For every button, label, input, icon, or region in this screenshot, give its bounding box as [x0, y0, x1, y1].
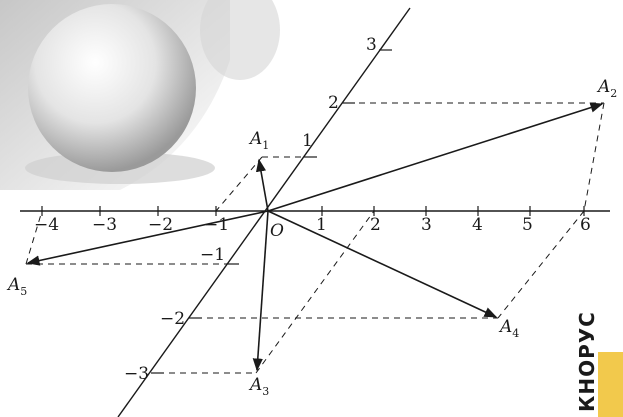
brand-tab [598, 352, 623, 417]
x-tick-label: −1 [204, 215, 229, 235]
x-tick-labels: −4 −3 −2 −1 1 2 3 4 5 6 [34, 215, 591, 235]
oblique-tick-label: 2 [328, 93, 339, 113]
vectors [26, 102, 604, 372]
point-label-a5: A5 [6, 275, 27, 298]
origin-label: O [270, 221, 284, 241]
brand-label: КНОРУС [575, 311, 599, 412]
oblique-tick-label: −1 [200, 245, 225, 265]
oblique-tick-label: −2 [160, 309, 185, 329]
point-labels: A1 A2 A3 A4 A5 [6, 77, 617, 398]
vector-oa5 [26, 210, 269, 266]
x-tick-marks [41, 206, 585, 216]
x-tick-label: 6 [580, 215, 591, 235]
point-label-a3: A3 [248, 375, 269, 398]
oblique-tick-labels: 3 2 1 −1 −2 −3 [124, 35, 377, 384]
point-label-a4: A4 [498, 317, 519, 340]
point-label-a2: A2 [596, 77, 617, 100]
x-tick-label: 5 [522, 215, 533, 235]
x-tick-label: 3 [421, 215, 432, 235]
vector-oa4 [267, 210, 498, 318]
x-tick-label: 4 [472, 215, 483, 235]
point-label-a1: A1 [248, 129, 269, 152]
x-tick-label: −4 [34, 215, 59, 235]
vector-oa1 [255, 158, 269, 212]
oblique-tick-label: 1 [302, 131, 313, 151]
oblique-tick-label: 3 [366, 35, 377, 55]
vector-oa2 [267, 102, 604, 212]
x-tick-label: −2 [148, 215, 173, 235]
x-tick-label: −3 [92, 215, 117, 235]
x-tick-label: 2 [370, 215, 381, 235]
vector-oa3 [252, 210, 269, 372]
x-tick-label: 1 [316, 215, 327, 235]
construction-lines [25, 102, 605, 374]
sphere-illustration [0, 0, 280, 190]
oblique-tick-label: −3 [124, 364, 149, 384]
